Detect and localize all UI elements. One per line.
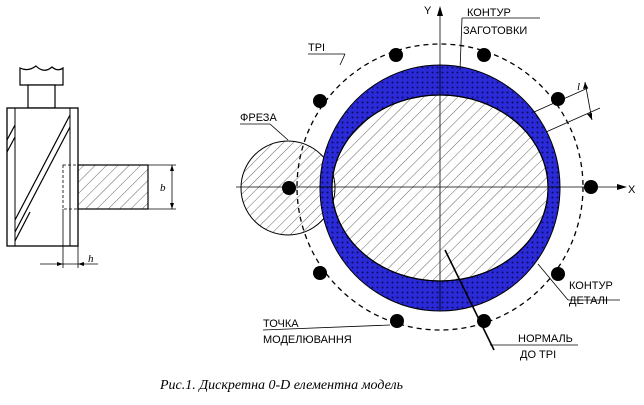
dim-h-label: h xyxy=(88,253,94,265)
workpiece-contour-label-1: КОНТУР xyxy=(467,7,511,19)
model-point xyxy=(584,180,598,194)
normal-line xyxy=(444,249,495,351)
workpiece-section xyxy=(77,164,149,210)
dim-l-label: l xyxy=(577,81,580,93)
model-point-label-2: МОДЕЛЮВАННЯ xyxy=(263,334,352,346)
tri-label: ТРІ xyxy=(308,42,325,54)
normal-label-2: ДО ТРІ xyxy=(520,349,556,361)
dim-b-label: b xyxy=(160,182,166,194)
x-axis-label: X xyxy=(628,184,636,196)
spindle-top xyxy=(19,65,64,86)
spindle-collar xyxy=(27,84,56,109)
discrete-model xyxy=(236,6,627,351)
figure-caption: Рис.1. Дискретна 0-D елементна модель xyxy=(159,378,403,393)
y-axis-label: Y xyxy=(424,5,432,17)
model-point xyxy=(390,314,404,328)
cutter-label: ФРЕЗА xyxy=(240,112,277,124)
model-point xyxy=(313,94,327,108)
cutter-side-view xyxy=(6,65,176,268)
cutter-body xyxy=(6,107,79,247)
model-point xyxy=(551,267,565,281)
model-point-label-1: ТОЧКА xyxy=(263,318,299,330)
model-point xyxy=(282,181,296,195)
model-point xyxy=(477,48,491,62)
model-point xyxy=(477,314,491,328)
model-point xyxy=(389,48,403,62)
part-contour-label-1: КОНТУР xyxy=(569,280,613,292)
workpiece-contour-label-2: ЗАГОТОВКИ xyxy=(463,25,527,37)
part-contour-label-2: ДЕТАЛІ xyxy=(569,295,608,307)
normal-label-1: НОРМАЛЬ xyxy=(518,333,573,345)
model-point xyxy=(313,266,327,280)
